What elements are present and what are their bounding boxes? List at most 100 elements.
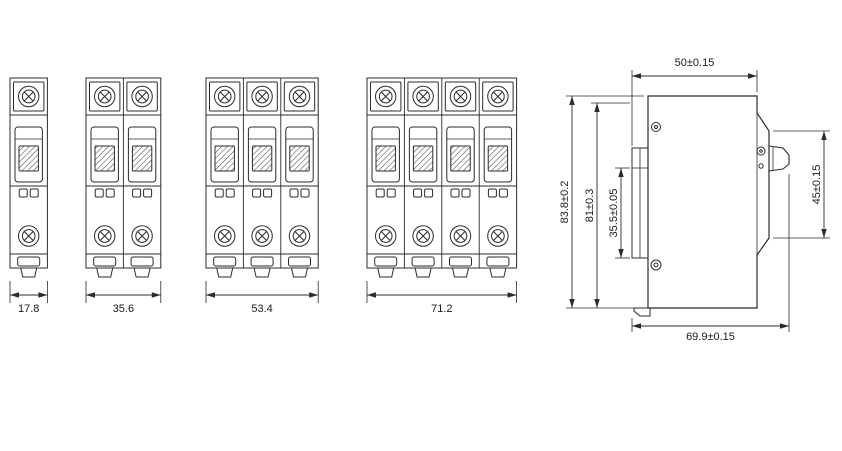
dim-width-1p: 17.8	[18, 303, 39, 315]
screw-slot	[418, 231, 428, 241]
label-window	[424, 188, 434, 198]
toggle-handle	[18, 145, 39, 172]
dimension-arrow	[10, 292, 19, 298]
screw-slot	[493, 91, 503, 102]
dim-width-2p: 35.6	[113, 303, 134, 315]
dimension-arrow	[821, 229, 827, 238]
dim-width-4p: 71.2	[431, 303, 452, 315]
side-body-outline	[647, 95, 770, 309]
screw-inner-circle	[292, 229, 307, 243]
mounting-tab	[414, 267, 432, 278]
screw-slot	[294, 91, 305, 102]
screw-inner-circle	[378, 229, 393, 243]
screw-outer-circle	[18, 225, 40, 247]
screw-outer-circle	[375, 85, 397, 108]
screw-slot	[219, 91, 230, 102]
toggle-handle	[214, 145, 235, 172]
top-terminal-screw	[449, 85, 472, 108]
toggle-window	[247, 126, 277, 183]
screw-outer-circle	[94, 225, 116, 247]
bottom-clamp	[288, 256, 311, 267]
screw-slot	[137, 231, 147, 241]
screw-slot	[23, 91, 34, 102]
mounting-tab	[377, 267, 395, 278]
screw-slot	[257, 231, 267, 241]
screw-outer-circle	[251, 225, 273, 247]
bottom-terminal-screw	[449, 225, 472, 247]
dim-body-height: 81±0.3	[584, 189, 596, 223]
toggle-handle	[94, 145, 115, 172]
top-terminal-screw	[131, 85, 153, 108]
screw-slot	[137, 91, 147, 102]
top-terminal-box	[126, 81, 158, 112]
top-terminal-box	[89, 81, 121, 112]
label-window	[143, 188, 153, 198]
mounting-tab	[290, 267, 309, 278]
screw-outer-circle	[412, 225, 434, 247]
side-screw-top-center	[654, 125, 658, 129]
bottom-terminal-screw	[375, 225, 397, 247]
bottom-terminal-screw	[487, 225, 509, 247]
dim-overall-height: 83.8±0.2	[559, 181, 571, 224]
dimension-arrow	[632, 73, 641, 79]
dimension-arrow	[618, 168, 624, 177]
dimension-arrow	[206, 292, 215, 298]
bottom-terminal-screw	[251, 225, 273, 247]
top-terminal-box	[482, 81, 514, 112]
screw-inner-circle	[21, 229, 36, 243]
dimension-arrow	[618, 249, 624, 258]
screw-slot	[99, 91, 110, 102]
label-window	[498, 188, 508, 198]
screw-inner-circle	[453, 89, 468, 104]
mounting-tab	[216, 267, 234, 278]
dimension-arrow	[86, 292, 95, 298]
label-window	[94, 188, 104, 198]
screw-inner-circle	[255, 89, 269, 104]
screw-outer-circle	[288, 85, 311, 108]
top-terminal-box	[444, 81, 477, 112]
toggle-handle	[487, 145, 509, 172]
top-terminal-screw	[288, 85, 311, 108]
dimension-arrow	[748, 73, 757, 79]
dimension-arrow	[632, 323, 641, 329]
dim-front-face: 45±0.15	[811, 165, 823, 205]
screw-inner-circle	[453, 229, 468, 243]
mounting-tab	[20, 267, 38, 278]
toggle-handle	[289, 145, 310, 172]
top-terminal-screw	[251, 85, 273, 108]
breaker-front-3p: 53.4	[205, 77, 319, 315]
top-terminal-box	[13, 81, 45, 112]
front-screw	[756, 146, 766, 156]
label-window	[252, 188, 262, 198]
dimension-arrow	[821, 131, 827, 140]
dimension-arrow	[38, 292, 48, 298]
side-screw-bottom-center	[653, 262, 659, 268]
screw-slot	[219, 231, 230, 241]
bottom-clamp	[411, 256, 435, 267]
screw-slot	[455, 91, 466, 102]
screw-outer-circle	[487, 85, 509, 108]
screw-inner-circle	[416, 229, 430, 243]
screw-inner-circle	[378, 89, 393, 104]
screw-slot	[257, 91, 267, 102]
side-screw-top	[651, 122, 661, 132]
screw-outer-circle	[412, 85, 434, 108]
screw-slot	[493, 231, 503, 241]
label-window	[386, 188, 396, 198]
screw-outer-circle	[449, 85, 472, 108]
top-terminal-box	[209, 81, 241, 112]
dim-depth: 50±0.15	[675, 57, 715, 69]
dimension-arrow	[569, 299, 575, 308]
screw-slot	[294, 231, 305, 241]
label-window	[450, 188, 460, 198]
bottom-terminal-screw	[288, 225, 311, 247]
label-window	[487, 188, 497, 198]
mounting-tab	[133, 267, 151, 278]
screw-inner-circle	[491, 89, 505, 104]
toggle-window	[127, 126, 157, 183]
screw-outer-circle	[449, 225, 472, 247]
dimension-arrow	[309, 292, 319, 298]
screw-inner-circle	[135, 89, 149, 104]
dim-width-3p: 53.4	[251, 303, 272, 315]
